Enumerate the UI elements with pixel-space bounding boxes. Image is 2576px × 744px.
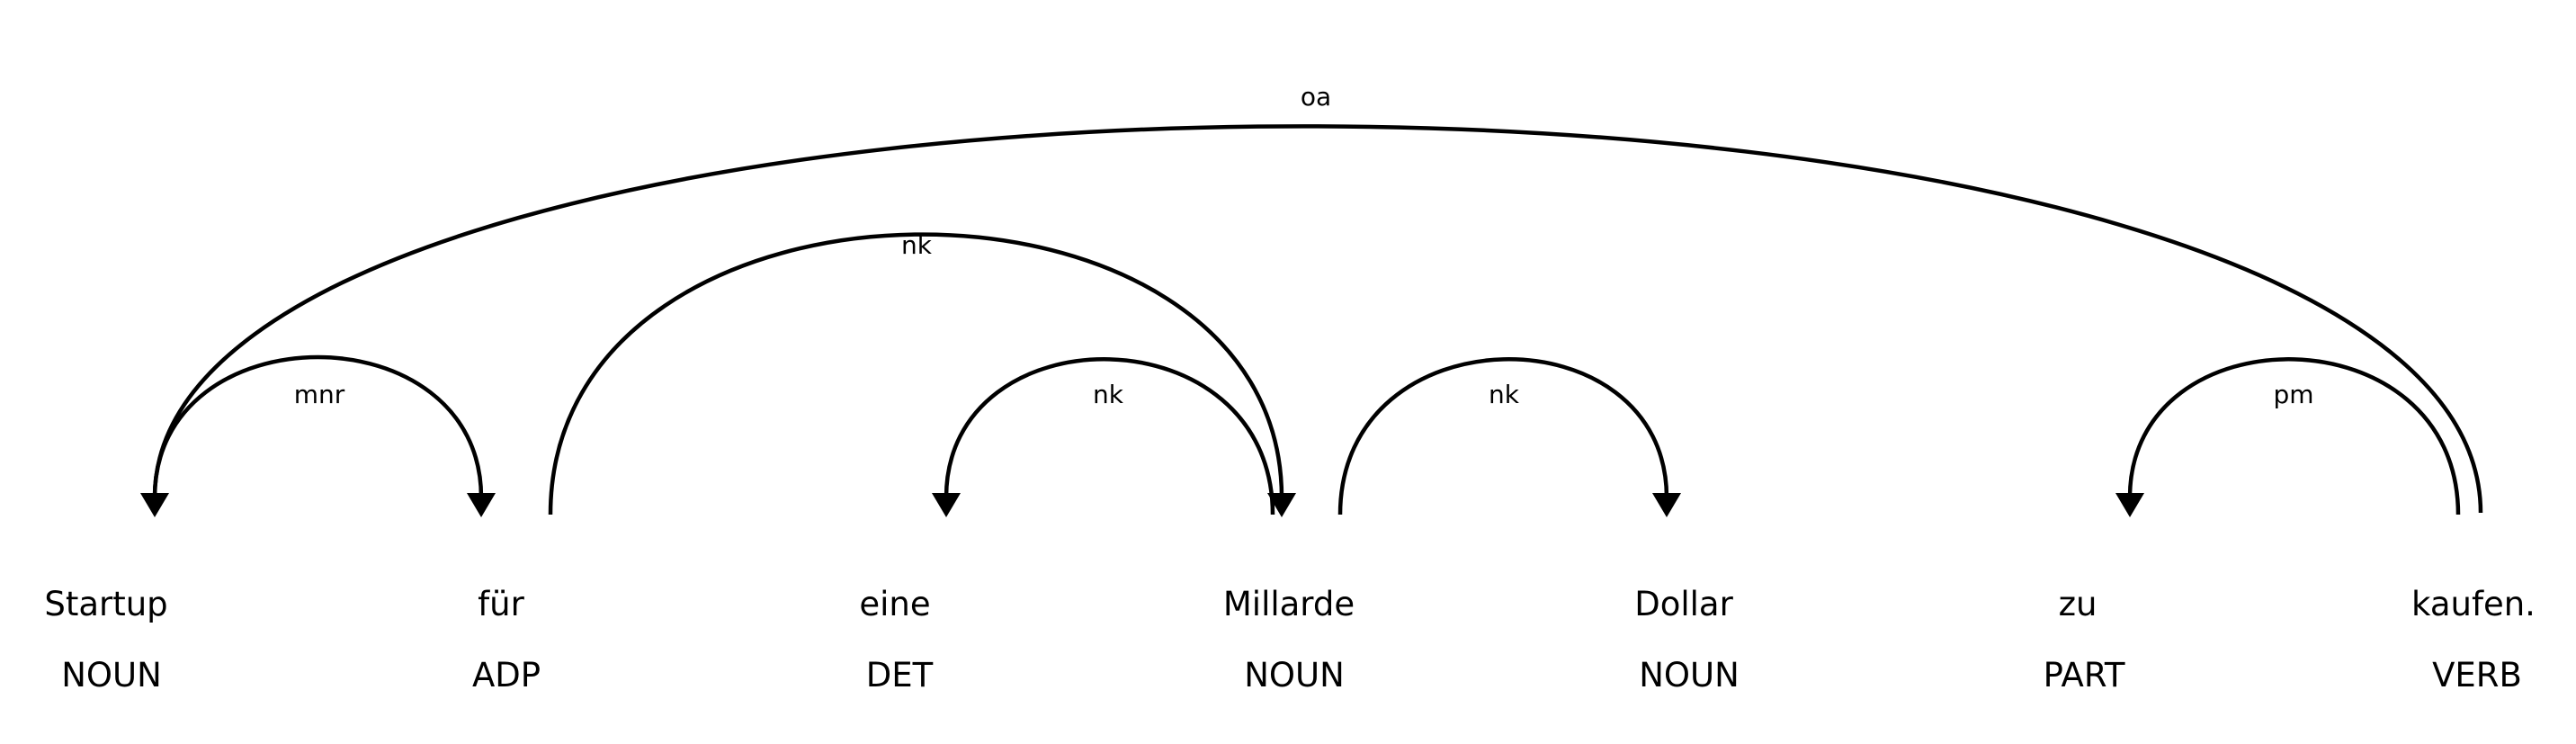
arc-pm: pm bbox=[2115, 357, 2461, 517]
token-6: kaufen. VERB bbox=[2411, 585, 2536, 695]
arc-nk-3-path bbox=[1337, 357, 1669, 515]
arc-nk-2: nk bbox=[932, 357, 1275, 517]
token-text: eine bbox=[859, 585, 930, 623]
token-text: Millarde bbox=[1223, 585, 1355, 623]
token-text: kaufen. bbox=[2411, 585, 2536, 623]
token-text: Dollar bbox=[1634, 585, 1733, 623]
arc-nk-1-arrowhead bbox=[1267, 493, 1296, 517]
arc-oa: oa bbox=[140, 82, 2483, 517]
token-pos-tag: NOUN bbox=[61, 656, 162, 695]
arc-nk-1-path bbox=[548, 232, 1284, 515]
token-pos-tag: DET bbox=[866, 656, 934, 695]
token-2: eine DET bbox=[859, 585, 933, 695]
arc-nk-2-label: nk bbox=[1093, 380, 1124, 409]
arc-nk-1: nk bbox=[548, 230, 1296, 517]
arc-nk-1-label: nk bbox=[901, 230, 933, 260]
arc-pm-path bbox=[2127, 357, 2461, 515]
arc-mnr-label: mnr bbox=[294, 380, 345, 409]
token-pos-tag: NOUN bbox=[1639, 656, 1740, 695]
arc-nk-2-path bbox=[944, 357, 1275, 515]
arc-oa-arrowhead bbox=[140, 493, 169, 517]
arc-nk-3: nk bbox=[1337, 357, 1681, 517]
token-pos-tag: ADP bbox=[472, 656, 541, 695]
arc-mnr-arrowhead bbox=[467, 493, 496, 517]
arc-oa-path bbox=[152, 124, 2483, 514]
token-4: Dollar NOUN bbox=[1634, 585, 1740, 695]
arc-mnr: mnr bbox=[152, 354, 496, 517]
token-text: zu bbox=[2059, 585, 2097, 623]
token-pos-tag: NOUN bbox=[1244, 656, 1345, 695]
token-pos-tag: PART bbox=[2044, 656, 2125, 695]
token-5: zu PART bbox=[2044, 585, 2125, 695]
arc-oa-label: oa bbox=[1301, 82, 1331, 112]
arc-pm-label: pm bbox=[2273, 380, 2313, 409]
arc-nk-2-arrowhead bbox=[932, 493, 961, 517]
token-text: Startup bbox=[44, 585, 167, 623]
arc-mnr-path bbox=[152, 354, 484, 498]
token-1: für ADP bbox=[472, 585, 541, 695]
arc-pm-arrowhead bbox=[2115, 493, 2144, 517]
token-3: Millarde NOUN bbox=[1223, 585, 1355, 695]
token-0: Startup NOUN bbox=[44, 585, 167, 695]
arc-nk-3-label: nk bbox=[1489, 380, 1520, 409]
arc-nk-3-arrowhead bbox=[1652, 493, 1681, 517]
token-text: für bbox=[478, 585, 524, 623]
token-pos-tag: VERB bbox=[2432, 656, 2522, 695]
